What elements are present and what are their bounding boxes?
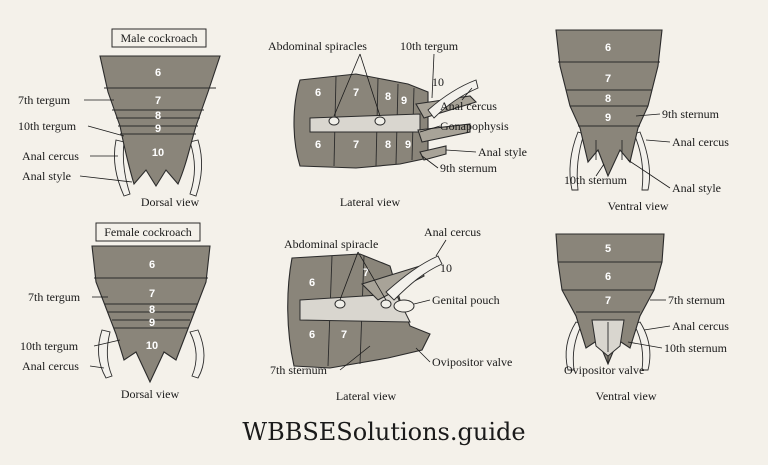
label-10th-sternum: 10th sternum — [564, 173, 628, 187]
female-cercus-right — [189, 329, 205, 379]
label-10th-tergum-lateral: 10th tergum — [400, 39, 459, 53]
fd-seg-9: 9 — [149, 317, 155, 329]
anal-cercus-lateral — [427, 79, 479, 119]
ven-seg-7: 7 — [605, 73, 611, 85]
label-anal-cercus-female-ventral: Anal cercus — [672, 319, 729, 333]
male-dorsal-abdomen — [99, 55, 221, 188]
male-title-box — [111, 28, 207, 48]
fv-cercus-left — [565, 321, 583, 371]
male-dorsal-view: Male cockroach 6 7 8 9 10 7th tergum 10t… — [18, 28, 221, 209]
label-7th-sternum-lateral: 7th sternum — [270, 363, 328, 377]
female-ventral-view: 5 6 7 7th sternum Anal cercus 10th stern… — [555, 233, 729, 403]
fd-seg-7: 7 — [149, 288, 155, 300]
label-anal-cercus-female-lateral: Anal cercus — [424, 225, 481, 239]
segment-7: 7 — [155, 95, 161, 107]
fl-seg-10: 10 — [440, 261, 452, 275]
male-lateral-view: 6 7 8 9 6 7 8 9 10 Abdominal spiracles 1… — [268, 39, 527, 209]
lat-seg-8b: 8 — [385, 139, 391, 151]
lat-seg-6a: 6 — [315, 87, 321, 99]
label-7th-tergum-female: 7th tergum — [28, 290, 81, 304]
male-ventral-caption: Ventral view — [608, 199, 669, 213]
lat-seg-8a: 8 — [385, 91, 391, 103]
ven-seg-9: 9 — [605, 112, 611, 124]
anal-cercus-right — [189, 139, 203, 197]
label-anal-style-ventral: Anal style — [672, 181, 721, 195]
male-dorsal-caption: Dorsal view — [141, 195, 200, 209]
label-7th-tergum: 7th tergum — [18, 93, 71, 107]
female-lateral-caption: Lateral view — [336, 389, 397, 403]
watermark-footer: WBBSESolutions.guide — [242, 418, 526, 446]
label-anal-cercus-ventral: Anal cercus — [672, 135, 729, 149]
fv-seg-7: 7 — [605, 295, 611, 307]
spiracle-c — [334, 299, 346, 309]
label-7th-sternum-ventral: 7th sternum — [668, 293, 726, 307]
label-abdominal-spiracles: Abdominal spiracles — [268, 39, 367, 53]
label-10th-sternum-female: 10th sternum — [664, 341, 728, 355]
female-dorsal-view: Female cockroach 6 7 8 9 10 7th tergum 1… — [20, 222, 211, 401]
lat-seg-9a: 9 — [401, 95, 407, 107]
ven-seg-8: 8 — [605, 93, 611, 105]
label-anal-cercus-lateral: Anal cercus — [440, 99, 497, 113]
anal-style-lateral — [419, 145, 447, 161]
spiracle-a — [328, 116, 340, 126]
fd-seg-8: 8 — [149, 304, 155, 316]
genital-pouch-shape — [393, 299, 415, 313]
lat-seg-7b: 7 — [353, 139, 359, 151]
male-lateral-caption: Lateral view — [340, 195, 401, 209]
label-anal-style-lateral: Anal style — [478, 145, 527, 159]
label-10th-tergum: 10th tergum — [18, 119, 77, 133]
ven-seg-6: 6 — [605, 42, 611, 54]
label-anal-cercus: Anal cercus — [22, 149, 79, 163]
segment-6: 6 — [155, 67, 161, 79]
spiracle-d — [380, 299, 392, 309]
label-abdominal-spiracle: Abdominal spiracle — [284, 237, 378, 251]
fl-seg-6b: 6 — [309, 329, 315, 341]
female-title-box — [95, 222, 201, 242]
fl-seg-7b: 7 — [341, 329, 347, 341]
female-dorsal-abdomen — [91, 245, 211, 384]
female-lateral-cercus — [385, 255, 443, 301]
label-ovipositor-valve-ventral: Ovipositor valve — [564, 363, 644, 377]
label-ovipositor-valve-lateral: Ovipositor valve — [432, 355, 512, 369]
male-ventral-view: 6 7 8 9 9th sternum Anal cercus 10th ste… — [555, 29, 729, 213]
female-title: Female cockroach — [104, 225, 192, 239]
label-9th-sternum: 9th sternum — [440, 161, 498, 175]
label-10th-tergum-female: 10th tergum — [20, 339, 79, 353]
label-9th-sternum-ventral: 9th sternum — [662, 107, 720, 121]
fd-seg-6: 6 — [149, 259, 155, 271]
segment-8: 8 — [155, 110, 161, 122]
female-lateral-view: 6 7 6 7 10 Abdominal spiracle Anal cercu… — [270, 225, 512, 403]
lat-seg-7a: 7 — [353, 87, 359, 99]
fv-seg-5: 5 — [605, 243, 611, 255]
female-ventral-caption: Ventral view — [596, 389, 657, 403]
segment-9: 9 — [155, 123, 161, 135]
anal-cercus-left — [113, 139, 131, 197]
ventral-cercus-right — [633, 131, 651, 191]
label-anal-cercus-female: Anal cercus — [22, 359, 79, 373]
lat-seg-10: 10 — [432, 75, 444, 89]
label-gonapophysis: Gonapophysis — [440, 119, 509, 133]
label-anal-style: Anal style — [22, 169, 71, 183]
segment-10: 10 — [152, 147, 164, 159]
cockroach-abdomen-diagram: Male cockroach 6 7 8 9 10 7th tergum 10t… — [18, 28, 729, 403]
male-title: Male cockroach — [121, 31, 198, 45]
label-genital-pouch: Genital pouch — [432, 293, 500, 307]
female-dorsal-caption: Dorsal view — [121, 387, 180, 401]
lat-seg-9b: 9 — [405, 139, 411, 151]
spiracle-b — [374, 116, 386, 126]
female-cercus-left — [98, 329, 113, 379]
lat-seg-6b: 6 — [315, 139, 321, 151]
fd-seg-10: 10 — [146, 340, 158, 352]
male-ventral-abdomen — [555, 29, 663, 178]
fv-cercus-right — [633, 321, 651, 371]
fv-seg-6: 6 — [605, 271, 611, 283]
ventral-cercus-left — [569, 131, 585, 191]
fl-seg-7a: 7 — [363, 267, 369, 279]
fl-seg-6a: 6 — [309, 277, 315, 289]
